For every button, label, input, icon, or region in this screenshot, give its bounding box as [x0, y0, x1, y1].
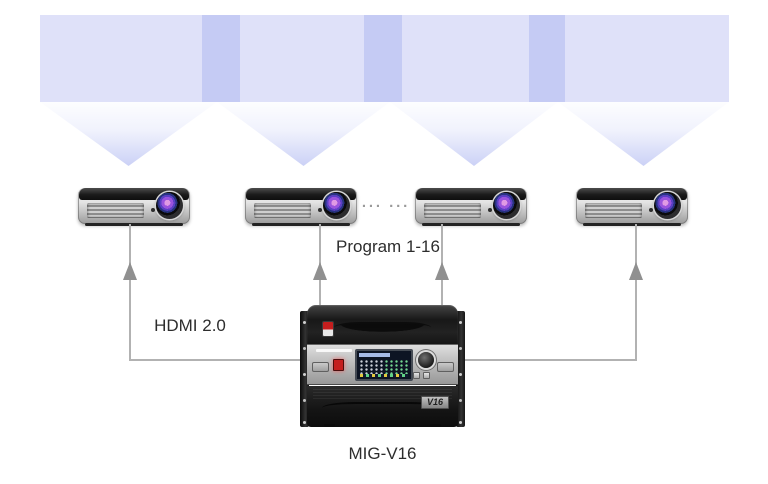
processor-name-label: MIG-V16 [348, 444, 417, 463]
blend-overlap-zone [202, 15, 240, 102]
panel-small-button [423, 372, 430, 379]
projection-beam [390, 102, 558, 166]
projector-base [252, 223, 350, 226]
arrow-up-icon [313, 262, 327, 280]
model-badge: V16 [421, 396, 449, 409]
projector-icon [415, 188, 527, 226]
projector-icon [78, 188, 190, 226]
processor-top-unit [307, 305, 458, 344]
panel-button-left [312, 362, 329, 372]
projector-icon [245, 188, 357, 226]
power-button [333, 359, 344, 371]
processor-bottom-unit: V16 [307, 386, 458, 427]
projector-vent-grille [424, 203, 481, 218]
panel-small-button [413, 372, 420, 379]
projector-lens-icon [493, 192, 520, 219]
device-foot [430, 424, 441, 427]
blend-overlap-zone [364, 15, 402, 102]
lcd-status-grid [385, 360, 409, 375]
panel-button-right [437, 362, 454, 372]
projection-beam [40, 102, 217, 166]
more-projectors-ellipsis: ··· ··· [361, 198, 411, 215]
projector-vent-grille [585, 203, 642, 218]
projector-lens-icon [156, 192, 183, 219]
projector-sensor-dot [151, 208, 155, 212]
projector-icon [576, 188, 688, 226]
projector-base [583, 223, 681, 226]
projector-lens-icon [323, 192, 350, 219]
processor-front-panel [307, 344, 458, 385]
cable-line [635, 224, 637, 361]
hdmi-cable-label: HDMI 2.0 [154, 316, 226, 335]
projection-screen [40, 15, 729, 102]
brand-logo-icon [323, 322, 333, 336]
lcd-screen [355, 349, 413, 381]
cable-line [129, 224, 131, 361]
projection-beam [558, 102, 729, 166]
projector-base [85, 223, 183, 226]
cable-line [129, 359, 303, 361]
lcd-header-bar [359, 353, 391, 357]
device-foot [324, 424, 335, 427]
program-output-label: Program 1-16 [336, 237, 440, 256]
control-knob [418, 352, 434, 368]
cable-line [460, 359, 637, 361]
projector-vent-grille [254, 203, 311, 218]
arrow-up-icon [629, 262, 643, 280]
arrow-up-icon [123, 262, 137, 280]
lcd-status-grid [360, 360, 384, 375]
projection-beam [217, 102, 390, 166]
processor-chassis: V16 [307, 305, 458, 427]
projector-base [422, 223, 520, 226]
lcd-indicator-strip [360, 374, 408, 377]
projector-vent-grille [87, 203, 144, 218]
arrow-up-icon [435, 262, 449, 280]
projector-sensor-dot [488, 208, 492, 212]
video-processor: V16 [300, 305, 465, 430]
rack-ear [300, 311, 309, 427]
projector-sensor-dot [649, 208, 653, 212]
rack-ear [456, 311, 465, 427]
blend-overlap-zone [529, 15, 565, 102]
projector-lens-icon [654, 192, 681, 219]
projector-sensor-dot [318, 208, 322, 212]
panel-brand-text [316, 349, 352, 352]
vent-lines [313, 389, 452, 399]
